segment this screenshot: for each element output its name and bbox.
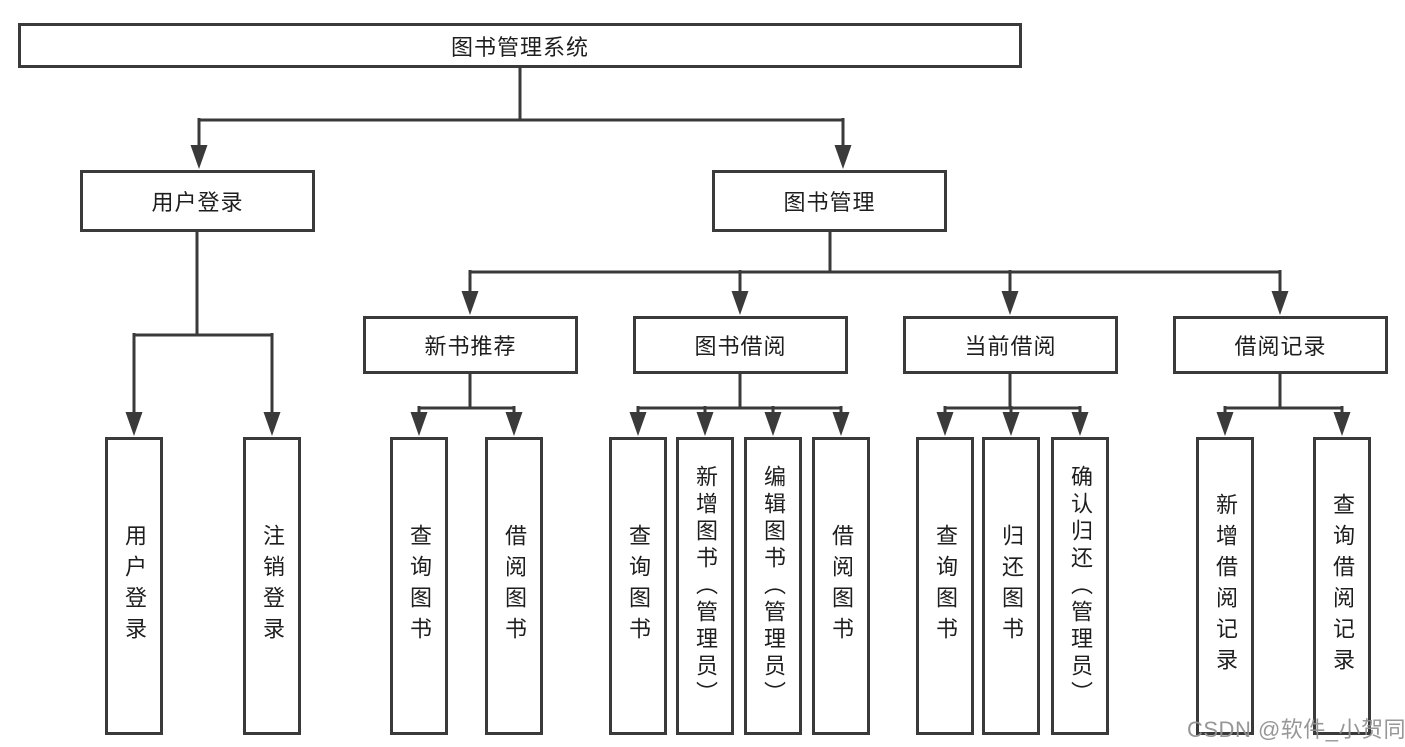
leaf-query-book-3-label: 查询图书 — [933, 524, 958, 648]
node-borrowing-records: 借阅记录 — [1173, 316, 1388, 374]
node-user-login-label: 用户登录 — [151, 190, 244, 215]
csdn-watermark: CSDN @软件_小贺同学 — [1187, 717, 1405, 742]
leaf-return-book: 归还图书 — [982, 437, 1040, 735]
leaf-add-borrow-record-label: 新增借阅记录 — [1213, 493, 1238, 679]
leaf-add-book-admin: 新增图书（管理员） — [676, 437, 734, 735]
leaf-add-book-admin-label: 新增图书（管理员） — [693, 464, 718, 708]
leaf-query-book-1: 查询图书 — [390, 437, 448, 735]
leaf-query-book-1-label: 查询图书 — [407, 524, 432, 648]
node-book-borrowing-label: 图书借阅 — [694, 334, 787, 359]
leaf-query-book-2: 查询图书 — [609, 437, 667, 735]
leaf-query-book-2-label: 查询图书 — [626, 524, 651, 648]
leaf-query-borrow-record: 查询借阅记录 — [1313, 437, 1371, 735]
node-library-system-label: 图书管理系统 — [450, 34, 589, 60]
node-book-borrowing: 图书借阅 — [633, 316, 848, 374]
node-user-login: 用户登录 — [80, 170, 315, 232]
leaf-borrow-book-2-label: 借阅图书 — [829, 524, 854, 648]
leaf-logout: 注销登录 — [243, 437, 301, 735]
node-borrowing-records-label: 借阅记录 — [1234, 334, 1327, 359]
node-new-book-recommend: 新书推荐 — [363, 316, 578, 374]
node-new-book-recommend-label: 新书推荐 — [424, 334, 517, 359]
leaf-logout-label: 注销登录 — [260, 524, 285, 648]
leaf-edit-book-admin-label: 编辑图书（管理员） — [761, 464, 786, 708]
leaf-borrow-book-1-label: 借阅图书 — [502, 524, 527, 648]
leaf-query-borrow-record-label: 查询借阅记录 — [1330, 493, 1355, 679]
leaf-confirm-return-admin: 确认归还（管理员） — [1051, 437, 1109, 735]
leaf-return-book-label: 归还图书 — [999, 524, 1024, 648]
leaf-confirm-return-admin-label: 确认归还（管理员） — [1068, 464, 1093, 708]
leaf-edit-book-admin: 编辑图书（管理员） — [744, 437, 802, 735]
leaf-query-book-3: 查询图书 — [916, 437, 974, 735]
node-book-management: 图书管理 — [712, 170, 947, 232]
node-current-borrowing: 当前借阅 — [903, 316, 1118, 374]
leaf-user-login: 用户登录 — [105, 437, 163, 735]
leaf-borrow-book-1: 借阅图书 — [485, 437, 543, 735]
node-current-borrowing-label: 当前借阅 — [964, 334, 1057, 359]
node-library-system: 图书管理系统 — [18, 23, 1022, 68]
node-book-management-label: 图书管理 — [783, 190, 876, 215]
leaf-borrow-book-2: 借阅图书 — [812, 437, 870, 735]
leaf-add-borrow-record: 新增借阅记录 — [1196, 437, 1254, 735]
leaf-user-login-label: 用户登录 — [122, 524, 147, 648]
